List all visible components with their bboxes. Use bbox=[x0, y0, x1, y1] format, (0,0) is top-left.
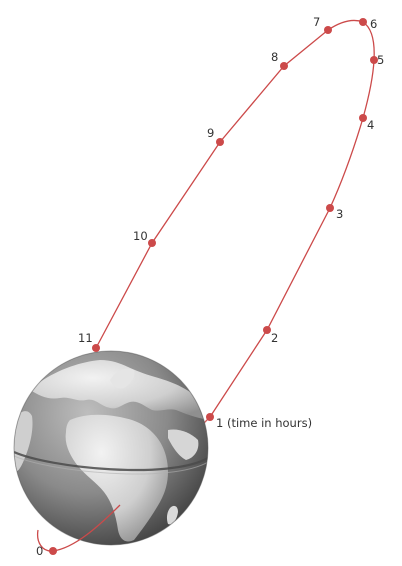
time-marker-dot bbox=[359, 114, 367, 122]
time-marker-label: 8 bbox=[271, 50, 278, 64]
time-marker-label: 10 bbox=[133, 229, 148, 243]
time-marker-label: 0 bbox=[36, 544, 43, 558]
time-marker-dot bbox=[359, 18, 367, 26]
time-marker-dot bbox=[326, 204, 334, 212]
time-marker-label: 5 bbox=[377, 53, 384, 67]
time-marker-label: 3 bbox=[336, 207, 343, 221]
time-marker-dot bbox=[280, 62, 288, 70]
time-marker-dot bbox=[92, 344, 100, 352]
time-marker-label: 2 bbox=[271, 331, 278, 345]
time-marker-label: 7 bbox=[313, 15, 320, 29]
time-marker-label: 6 bbox=[370, 17, 377, 31]
time-marker-label: 11 bbox=[78, 331, 93, 345]
time-marker-label: 9 bbox=[207, 126, 214, 140]
time-marker-label: 4 bbox=[367, 118, 374, 132]
time-marker-dot bbox=[49, 547, 57, 555]
time-marker-dot bbox=[370, 56, 378, 64]
time-marker-dot bbox=[148, 239, 156, 247]
time-marker-dot bbox=[263, 326, 271, 334]
time-marker-label: 1 (time in hours) bbox=[216, 416, 312, 430]
time-marker-dot bbox=[324, 26, 332, 34]
time-markers: 0 1 (time in hours) 2 3 4 5 6 7 8 9 10 11 bbox=[36, 15, 384, 558]
time-marker-dot bbox=[216, 138, 224, 146]
time-marker-dot bbox=[206, 413, 214, 421]
earth-globe-icon bbox=[13, 350, 209, 546]
